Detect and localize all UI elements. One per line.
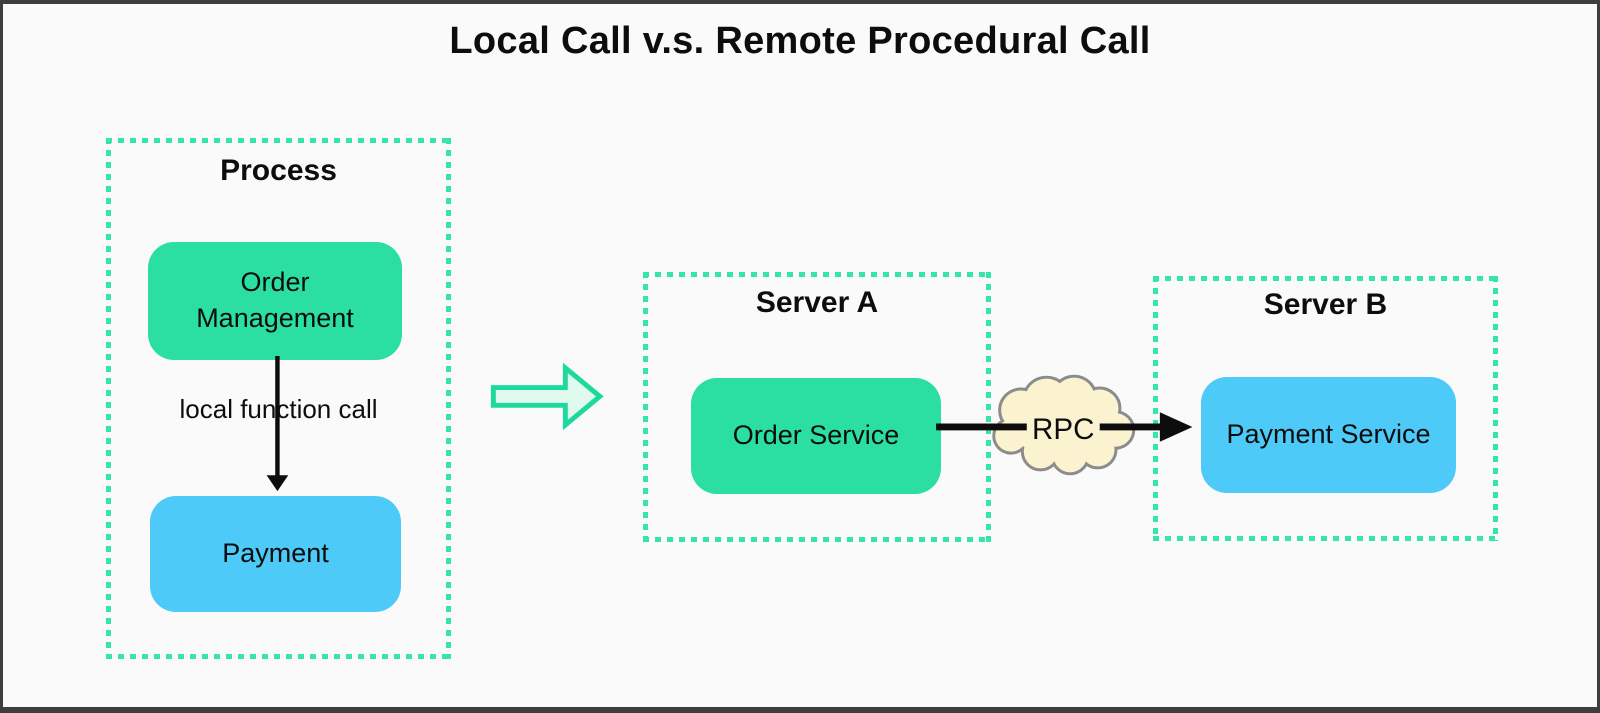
node-label: Payment Service <box>1226 419 1431 450</box>
rpc-label: RPC <box>1032 413 1094 446</box>
rpc-label-backing <box>1026 412 1100 443</box>
server-b-group-label: Server B <box>1263 288 1388 321</box>
process-group-label: Process <box>220 154 337 187</box>
node-label: Payment <box>222 538 329 569</box>
server-b-group: Server B Payment Service <box>1153 276 1498 541</box>
node-payment-service: Payment Service <box>1201 377 1456 493</box>
node-label: Order Management <box>196 267 354 333</box>
rpc-cloud-fill <box>995 377 1133 473</box>
transition-right-arrow-icon <box>490 362 604 431</box>
server-a-group: Server A Order Service <box>643 272 991 542</box>
node-payment: Payment <box>150 496 401 612</box>
diagram-title: Local Call v.s. Remote Procedural Call <box>449 20 1151 62</box>
node-order-management: Order Management <box>148 242 402 360</box>
rpc-network-cloud-icon <box>992 374 1136 476</box>
node-label: Order Service <box>732 420 900 451</box>
node-order-service: Order Service <box>691 378 941 494</box>
local-call-edge-label: local function call <box>106 392 451 427</box>
process-group: Process Order Management local function … <box>106 138 451 659</box>
server-a-group-label: Server A <box>755 286 879 319</box>
